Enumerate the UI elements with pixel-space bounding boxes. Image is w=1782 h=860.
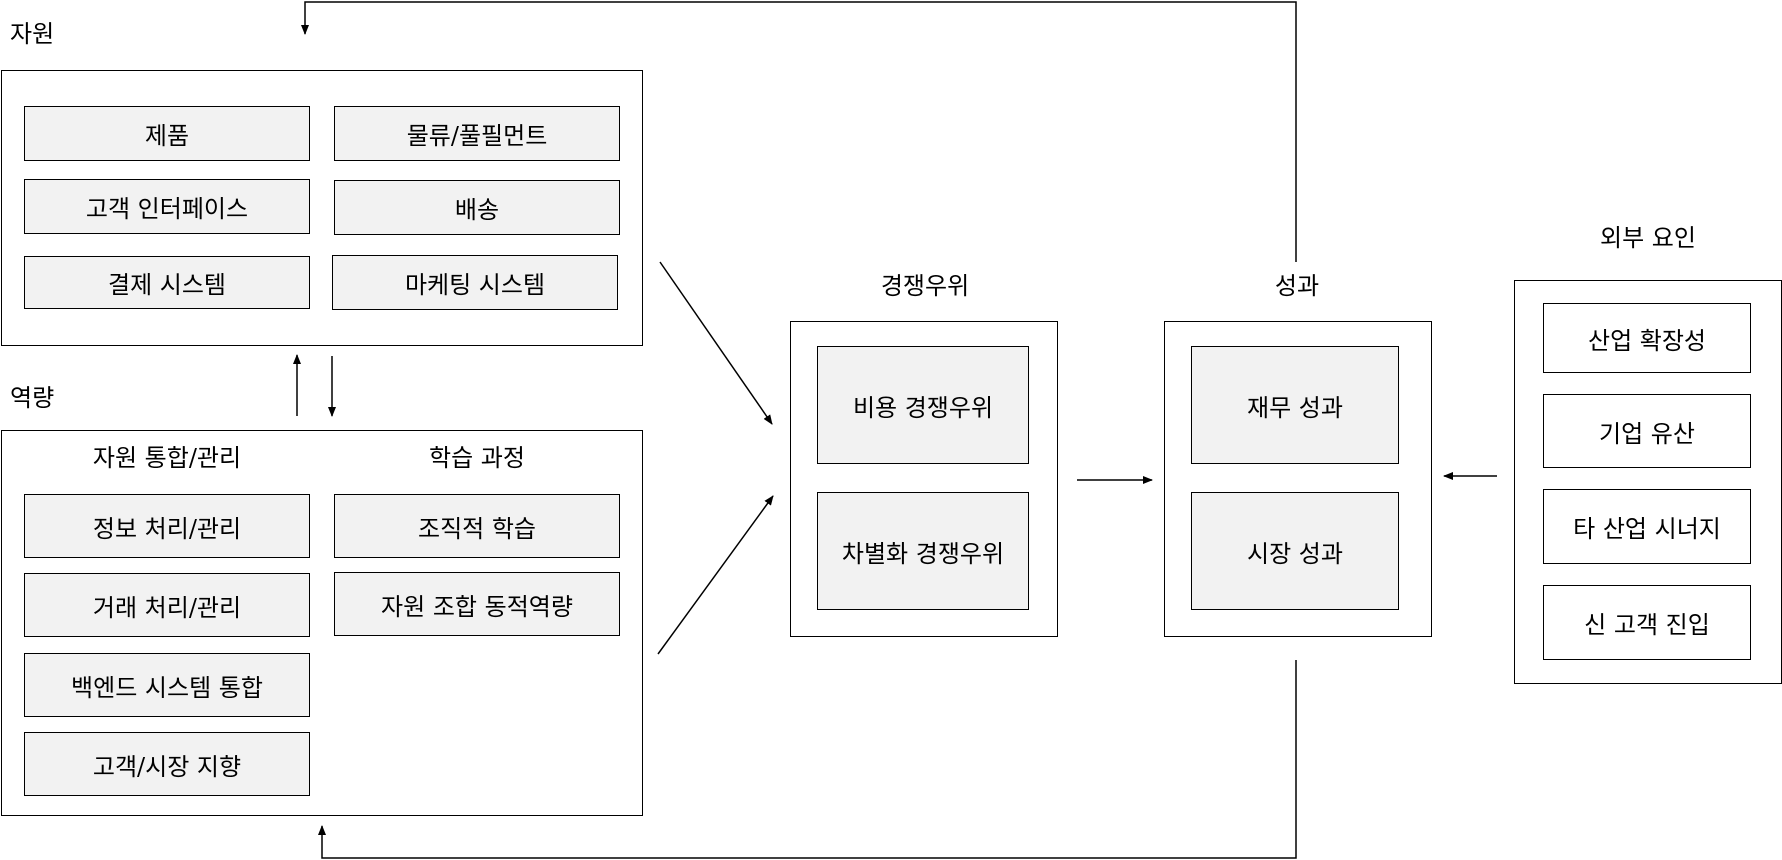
capability-backend-integration-box: 백엔드 시스템 통합	[24, 653, 310, 717]
new-customer-entry-box: 신 고객 진입	[1543, 585, 1751, 660]
resource-marketing-box: 마케팅 시스템	[332, 255, 618, 310]
resources-to-advantage-arrow	[659, 261, 773, 425]
capability-organizational-learning-box: 조직적 학습	[334, 494, 620, 558]
capability-transaction-processing-box: 거래 처리/관리	[24, 573, 310, 637]
capability-customer-orientation-box: 고객/시장 지향	[24, 732, 310, 796]
resource-logistics-box: 물류/풀필먼트	[334, 106, 620, 161]
performance-title: 성과	[1274, 272, 1320, 300]
capability-dynamic-capability-box: 자원 조합 동적역량	[334, 572, 620, 636]
cross-industry-synergy-box: 타 산업 시너지	[1543, 489, 1751, 564]
resource-payment-box: 결제 시스템	[24, 256, 310, 309]
resources-title: 자원	[10, 20, 55, 48]
advantage-title: 경쟁우위	[880, 272, 970, 300]
resource-delivery-box: 배송	[334, 180, 620, 235]
market-performance-box: 시장 성과	[1191, 492, 1399, 610]
capability-info-processing-box: 정보 처리/관리	[24, 494, 310, 558]
capabilities-to-advantage-arrow	[657, 495, 774, 655]
feedback-bottom-arrow	[318, 660, 1297, 859]
industry-scalability-box: 산업 확장성	[1543, 303, 1751, 373]
resource-product-box: 제품	[24, 106, 310, 161]
corporate-legacy-box: 기업 유산	[1543, 394, 1751, 468]
resource-customer-interface-box: 고객 인터페이스	[24, 179, 310, 234]
integration-heading: 자원 통합/관리	[92, 444, 242, 472]
capabilities-title: 역량	[10, 384, 55, 412]
differentiation-advantage-box: 차별화 경쟁우위	[817, 492, 1029, 610]
financial-performance-box: 재무 성과	[1191, 346, 1399, 464]
external-title: 외부 요인	[1600, 224, 1696, 252]
learning-heading: 학습 과정	[429, 444, 525, 472]
feedback-top-arrow	[301, 1, 1297, 262]
cost-advantage-box: 비용 경쟁우위	[817, 346, 1029, 464]
